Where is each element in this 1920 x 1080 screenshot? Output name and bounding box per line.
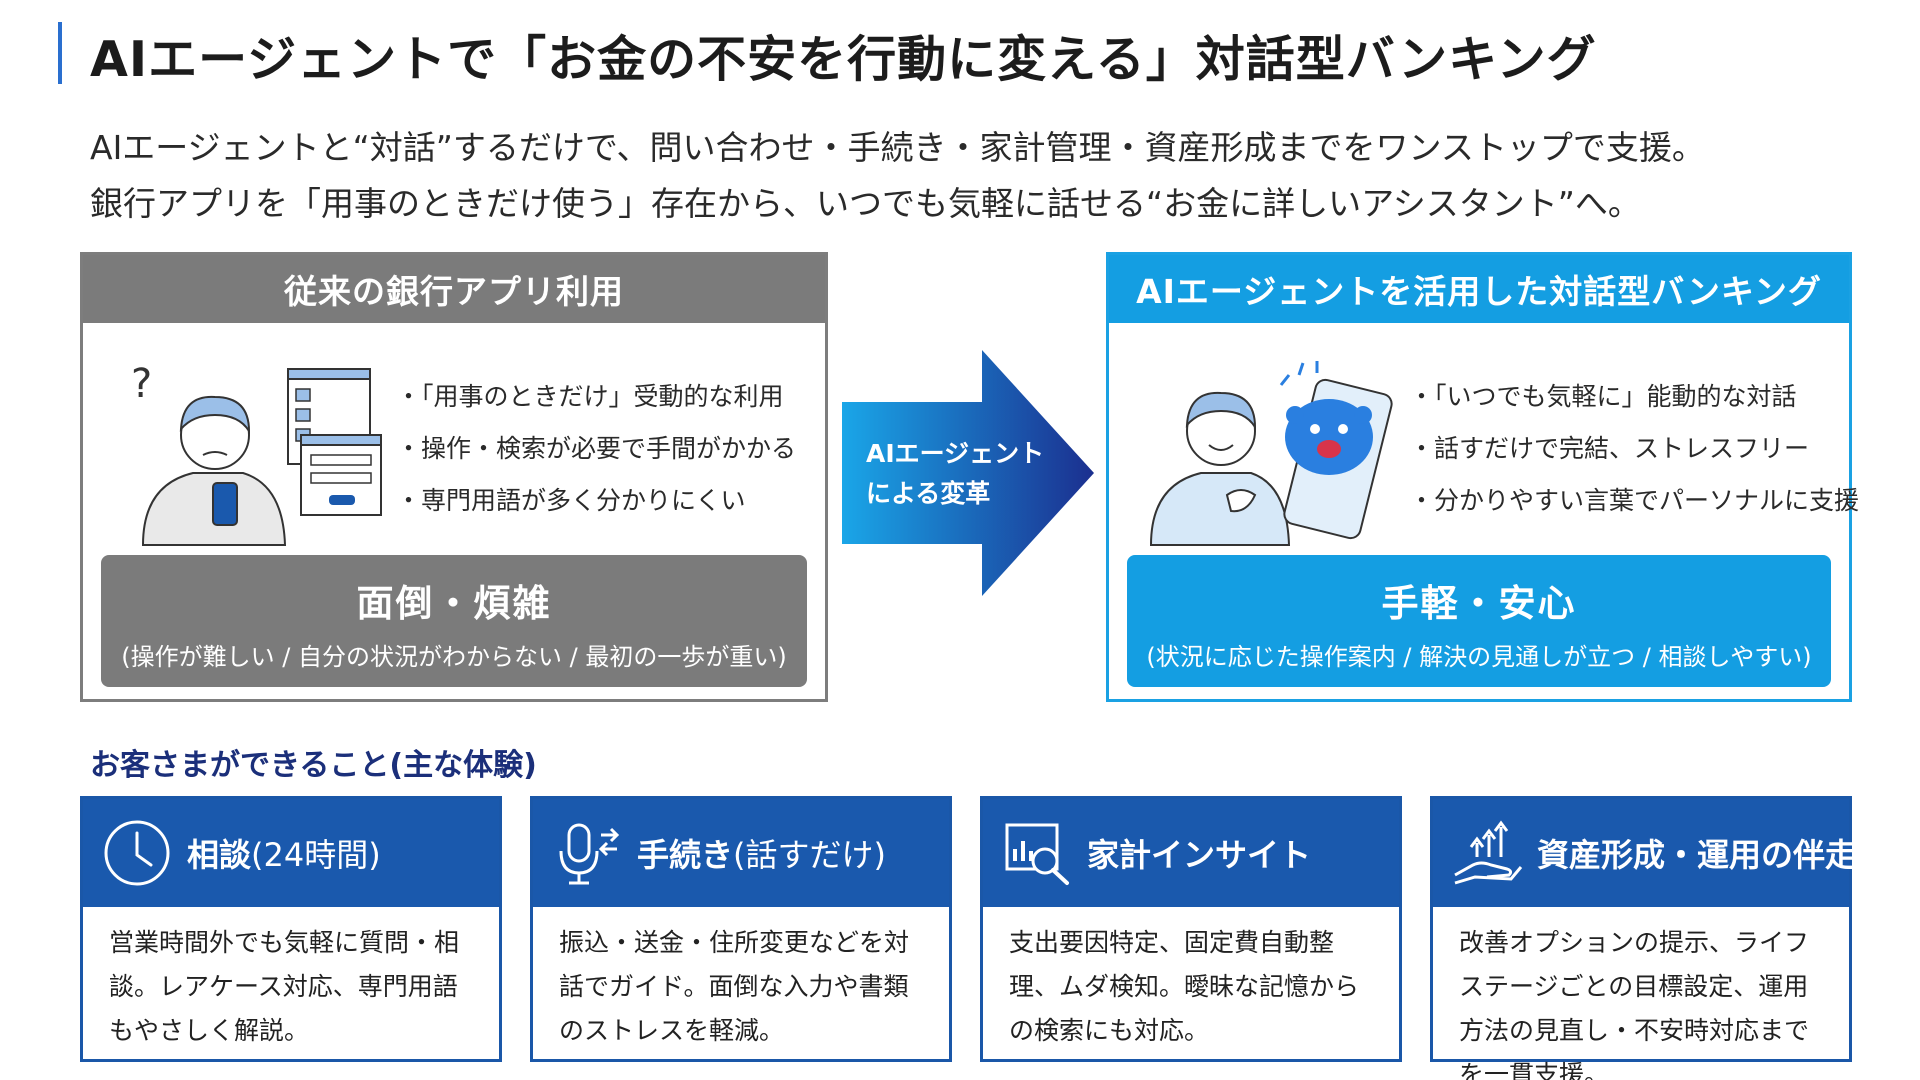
card-title-main: 手続き (637, 836, 734, 874)
list-item: ・話すだけで完結、ストレスフリー (1409, 434, 1810, 463)
hand-growth-icon (1454, 820, 1523, 885)
list-item: ・操作・検索が必要で手間がかかる (396, 434, 797, 463)
panel-ai-banking-summary: 手軽・安心 (状況に応じた操作案内 / 解決の見通しが立つ / 相談しやすい) (1127, 555, 1831, 687)
panel-ai-banking-bullets: ・「いつでも気軽に」能動的な対話 ・話すだけで完結、ストレスフリー ・分かりやす… (1409, 371, 1859, 527)
list-item: ・分かりやすい言葉でパーソナルに支援 (1409, 486, 1860, 515)
experience-card-wealth: 資産形成・運用の伴走 改善オプションの提示、ライフステージごとの目標設定、運用方… (1430, 796, 1857, 1080)
confused-user-illustration: ? (131, 361, 382, 546)
title-accent-bar (58, 22, 62, 84)
card-header: 資産形成・運用の伴走 (1433, 799, 1857, 907)
experience-card-consultation: 相談(24時間) 営業時間外でも気軽に質問・相談。レアケース対応、専門用語もやさ… (80, 796, 502, 1062)
card-title-main: 相談 (187, 836, 252, 874)
clock-icon (104, 820, 170, 886)
experience-card-insight: 家計インサイト 支出要因特定、固定費自動整理、ムダ検知。曖昧な記憶からの検索にも… (980, 796, 1402, 1062)
card-title-note: (話すだけ) (733, 836, 886, 874)
panel-traditional-summary: 面倒・煩雑 (操作が難しい / 自分の状況がわからない / 最初の一歩が重い) (101, 555, 807, 687)
list-item: ・専門用語が多く分かりにくい (396, 486, 746, 515)
summary-sub: (状況に応じた操作案内 / 解決の見通しが立つ / 相談しやすい) (1146, 643, 1812, 671)
summary-main: 手軽・安心 (1381, 582, 1577, 625)
card-body: 営業時間外でも気軽に質問・相談。レアケース対応、専門用語もやさしく解説。 (109, 928, 460, 1045)
transformation-label: AIエージェント による変革 (866, 434, 1044, 514)
list-item: ・「用事のときだけ」受動的な利用 (396, 382, 784, 411)
lead-line-2: 銀行アプリを「用事のときだけ使う」存在から、いつでも気軽に話せる“お金に詳しいア… (90, 184, 1641, 223)
card-body: 支出要因特定、固定費自動整理、ムダ検知。曖昧な記憶からの検索にも対応。 (1009, 928, 1360, 1045)
card-title-main: 資産形成・運用の伴走 (1537, 836, 1858, 874)
happy-user-with-ai-illustration (1149, 361, 1393, 546)
page-title: AIエージェントで「お金の不安を行動に変える」対話型バンキング (90, 31, 1597, 88)
transformation-arrow-icon (842, 350, 1094, 596)
summary-sub: (操作が難しい / 自分の状況がわからない / 最初の一歩が重い) (121, 643, 787, 671)
card-title: 手続き(話すだけ) (637, 830, 886, 876)
chart-magnifier-icon (1005, 823, 1069, 885)
card-title: 相談(24時間) (187, 830, 381, 876)
transformation-line-2: による変革 (866, 479, 991, 508)
card-title-main: 家計インサイト (1087, 836, 1312, 874)
card-header: 手続き(話すだけ) (533, 799, 949, 907)
lead-text: AIエージェントと“対話”するだけで、問い合わせ・手続き・家計管理・資産形成まで… (90, 120, 1705, 232)
experiences-heading: お客さまができること(主な体験) (90, 748, 537, 783)
card-title-note: (24時間) (251, 836, 381, 874)
card-header: 家計インサイト (983, 799, 1399, 907)
panel-traditional-heading: 従来の銀行アプリ利用 (83, 255, 825, 323)
transformation-line-1: AIエージェント (866, 439, 1045, 468)
experience-card-procedures: 手続き(話すだけ) 振込・送金・住所変更などを対話でガイド。面倒な入力や書類のス… (530, 796, 952, 1062)
card-header: 相談(24時間) (83, 799, 499, 907)
card-body: 振込・送金・住所変更などを対話でガイド。面倒な入力や書類のストレスを軽減。 (559, 928, 910, 1045)
panel-traditional-bullets: ・「用事のときだけ」受動的な利用 ・操作・検索が必要で手間がかかる ・専門用語が… (396, 371, 796, 527)
summary-main: 面倒・煩雑 (356, 582, 552, 625)
panel-traditional: 従来の銀行アプリ利用 ? ・「用事のときだけ」受動的な利用 ・操作・検索が必要で… (80, 252, 828, 702)
list-item: ・「いつでも気軽に」能動的な対話 (1409, 382, 1797, 411)
svg-text:?: ? (131, 361, 152, 407)
card-title: 資産形成・運用の伴走 (1537, 830, 1857, 876)
card-body: 改善オプションの提示、ライフステージごとの目標設定、運用方法の見直し・不安時対応… (1459, 928, 1810, 1080)
card-title: 家計インサイト (1087, 830, 1311, 876)
lead-line-1: AIエージェントと“対話”するだけで、問い合わせ・手続き・家計管理・資産形成まで… (90, 128, 1705, 167)
panel-ai-banking-heading: AIエージェントを活用した対話型バンキング (1109, 255, 1849, 323)
panel-ai-banking: AIエージェントを活用した対話型バンキング ・「いつでも気軽に」能動的な対話 ・… (1106, 252, 1859, 702)
microphone-icon (559, 823, 620, 885)
